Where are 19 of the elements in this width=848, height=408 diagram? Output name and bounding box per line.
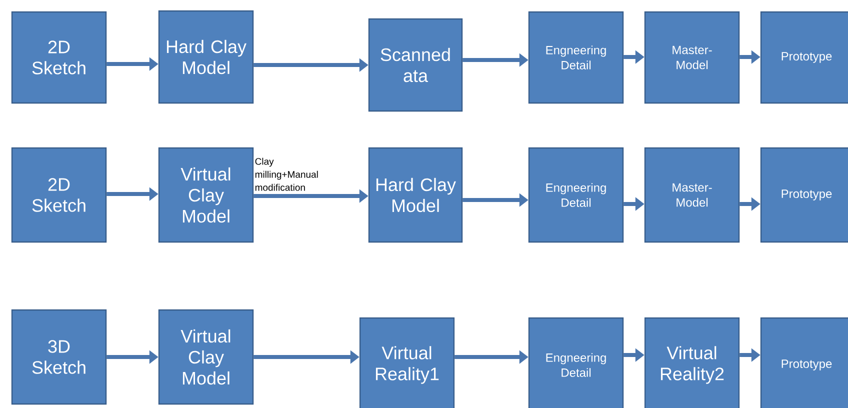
process-box: 2D Sketch: [11, 147, 107, 243]
process-box: Virtual Reality2: [644, 317, 740, 408]
process-box: Scanned ata: [368, 18, 463, 112]
process-box: Virtual Reality1: [359, 317, 455, 408]
process-box: 2D Sketch: [11, 11, 107, 104]
process-box: Hard Clay Model: [158, 10, 254, 104]
process-box: Virtual Clay Model: [158, 147, 254, 243]
process-box: Prototype: [760, 317, 848, 408]
process-box: Prototype: [760, 11, 848, 104]
process-box: Engneering Detail: [528, 11, 624, 104]
process-box: Virtual Clay Model: [158, 309, 254, 405]
process-box: 3D Sketch: [11, 309, 107, 405]
process-box: Master-Model: [644, 11, 740, 104]
process-box: Hard Clay Model: [368, 147, 463, 243]
process-box: Engneering Detail: [528, 147, 624, 243]
process-box: Prototype: [760, 147, 848, 243]
process-box: Master-Model: [644, 147, 740, 243]
edge-label: Clay milling+Manual modification: [254, 156, 332, 192]
process-box: Engneering Detail: [528, 317, 624, 408]
